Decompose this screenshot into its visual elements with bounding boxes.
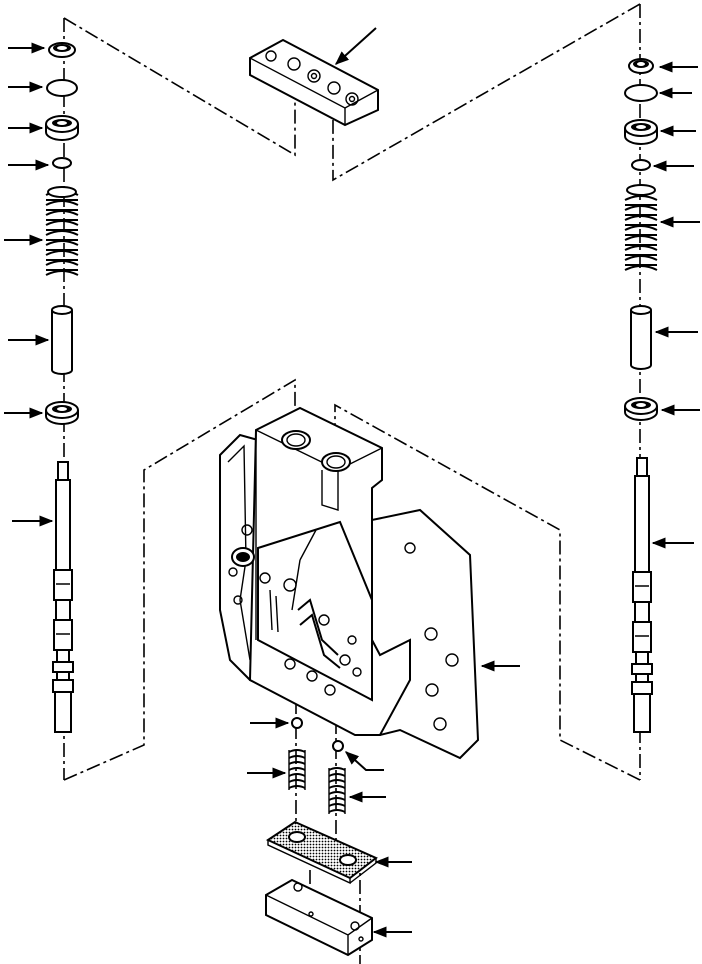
- right-o-ring: [624, 84, 658, 102]
- spring-left: [288, 749, 306, 790]
- right-ring-small: [631, 159, 651, 171]
- left-spring: [45, 186, 79, 276]
- top-cover-plate: [249, 38, 379, 127]
- bottom-parts: [265, 717, 378, 957]
- valve-body: [219, 406, 480, 760]
- right-washer-lower: [624, 397, 658, 421]
- right-parts-column: [624, 58, 658, 733]
- left-washer-small: [48, 42, 76, 58]
- left-spool: [52, 461, 74, 733]
- left-sleeve: [51, 305, 73, 375]
- right-spring: [624, 184, 658, 271]
- right-sleeve: [630, 305, 652, 370]
- check-ball-left: [291, 717, 303, 729]
- callout-arrows: [4, 27, 700, 938]
- right-spring-seat: [624, 119, 658, 145]
- bottom-cover: [265, 878, 373, 957]
- left-spring-seat: [45, 115, 79, 141]
- callout-arrow-cover-plate: [334, 27, 377, 65]
- callout-arrow-ball-right: [344, 751, 384, 771]
- left-o-ring: [46, 79, 78, 97]
- check-ball-right: [332, 740, 344, 752]
- right-spool: [631, 457, 653, 733]
- left-washer-lower: [45, 401, 79, 425]
- right-washer-small: [628, 58, 654, 74]
- left-ring-small: [52, 157, 72, 169]
- left-parts-column: [45, 42, 79, 733]
- spring-right: [328, 767, 346, 814]
